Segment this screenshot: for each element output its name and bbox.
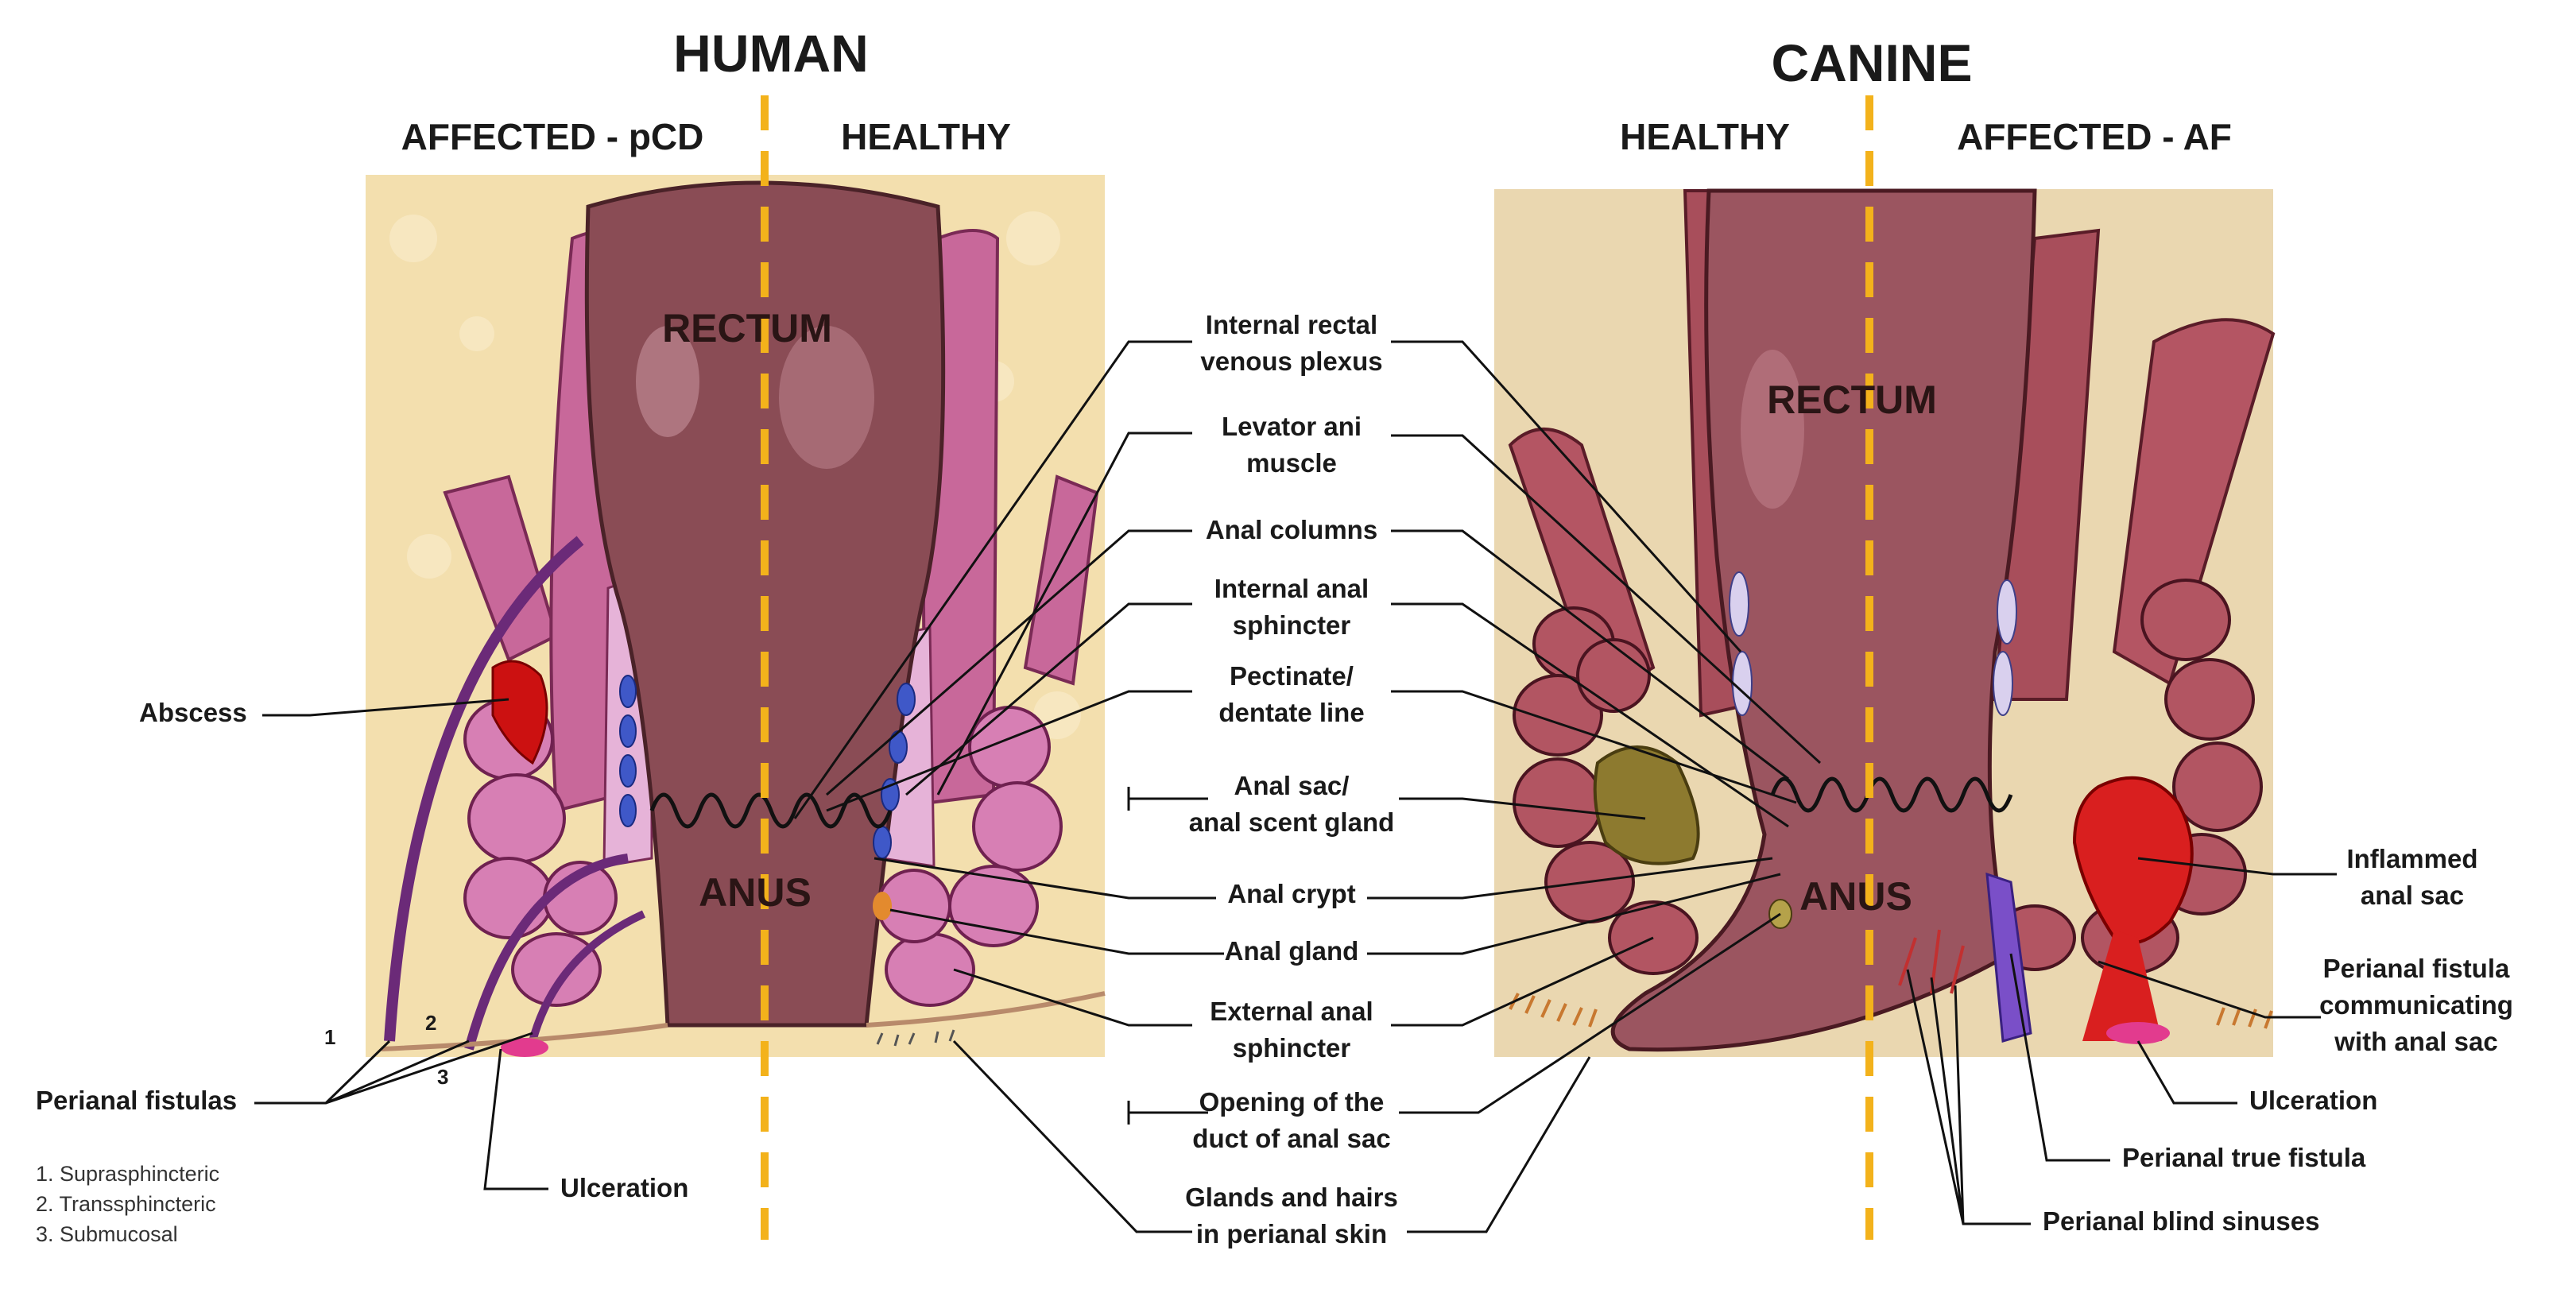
center-leader-lines — [793, 340, 1822, 1233]
canine-venous-plexus-left — [1729, 571, 1753, 716]
canine-inflamed-anal-sac — [2072, 776, 2194, 945]
perianal-fistulas-label: Perianal fistulas — [36, 1086, 237, 1115]
canine-healthy-heading: HEALTHY — [1620, 116, 1790, 157]
human-fistula-2 — [464, 854, 629, 1051]
human-healthy-heading: HEALTHY — [841, 116, 1011, 157]
center-label: Anal gland — [1225, 936, 1359, 966]
center-label: Anal columns — [1206, 515, 1377, 544]
canine-perianal-hairs-right — [2216, 1007, 2273, 1029]
canine-anus-label: ANUS — [1799, 874, 1912, 919]
human-affected-heading: AFFECTED - pCD — [401, 116, 704, 157]
canine-affected-heading: AFFECTED - AF — [1957, 116, 2232, 157]
human-perianal-hairs — [876, 1029, 955, 1047]
human-abscess — [491, 660, 548, 765]
human-rectum-label: RECTUM — [662, 306, 832, 350]
human-rectum-highlight — [636, 326, 699, 437]
inflamed-sac-leader — [2137, 857, 2337, 876]
canine-levator-left — [1508, 428, 1656, 702]
legend-line-2: 2. Transsphincteric — [36, 1192, 216, 1216]
center-label: Pectinate/dentate line — [1218, 661, 1364, 727]
human-title: HUMAN — [673, 24, 869, 83]
left-labels: Abscess Perianal fistulas 1 2 3 Ulcerati… — [36, 698, 688, 1246]
center-label: Anal sac/anal scent gland — [1189, 771, 1395, 837]
human-pectinate-line — [649, 792, 893, 829]
perianal-fistula-comm-leader — [2098, 960, 2321, 1019]
blind-sinuses-leader — [1906, 969, 2031, 1225]
canine-panel: CANINE HEALTHY AFFECTED - AF RECTUM ANUS — [1494, 33, 2276, 1240]
ulceration-label-canine: Ulceration — [2249, 1086, 2377, 1115]
center-label: Anal crypt — [1227, 879, 1355, 908]
fistula-num-1: 1 — [324, 1025, 335, 1049]
true-fistula-leader — [2009, 953, 2110, 1162]
ulceration-leader-canine — [2136, 1040, 2237, 1105]
abscess-label: Abscess — [139, 698, 247, 727]
canine-rectum-highlight — [1741, 350, 1804, 509]
canine-fistula-communicating — [2082, 930, 2162, 1041]
human-panel: HUMAN AFFECTED - pCD HEALTHY RECTUM ANUS — [366, 24, 1106, 1240]
legend-line-1: 1. Suprasphincteric — [36, 1162, 219, 1186]
canine-title: CANINE — [1771, 33, 1972, 92]
fistula-num-2: 2 — [425, 1011, 436, 1035]
legend-line-3: 3. Submucosal — [36, 1222, 178, 1246]
ulceration-label-human: Ulceration — [560, 1173, 688, 1202]
human-venous-plexus-left — [619, 675, 637, 827]
canine-pectinate-line — [1770, 776, 2013, 813]
human-rectum-highlight-2 — [779, 326, 874, 469]
human-anal-gland — [873, 892, 892, 920]
ulceration-leader-human — [483, 1048, 548, 1190]
true-fistula-label: Perianal true fistula — [2122, 1143, 2366, 1172]
canine-venous-plexus-right — [1993, 579, 2017, 716]
human-perianal-skin — [381, 991, 1106, 1051]
canine-rectum-label: RECTUM — [1767, 377, 1937, 422]
human-fistula-1 — [384, 536, 584, 1042]
abscess-leader — [262, 698, 509, 717]
human-anus-label: ANUS — [699, 870, 812, 915]
human-ulceration — [501, 1038, 548, 1057]
fistula-num-3: 3 — [437, 1065, 448, 1089]
human-fistula-3 — [529, 910, 646, 1043]
canine-anal-sac — [1593, 745, 1700, 865]
fistulas-leader — [254, 1032, 533, 1105]
canine-ulceration — [2106, 1022, 2170, 1044]
blind-sinuses-label: Perianal blind sinuses — [2043, 1206, 2319, 1236]
